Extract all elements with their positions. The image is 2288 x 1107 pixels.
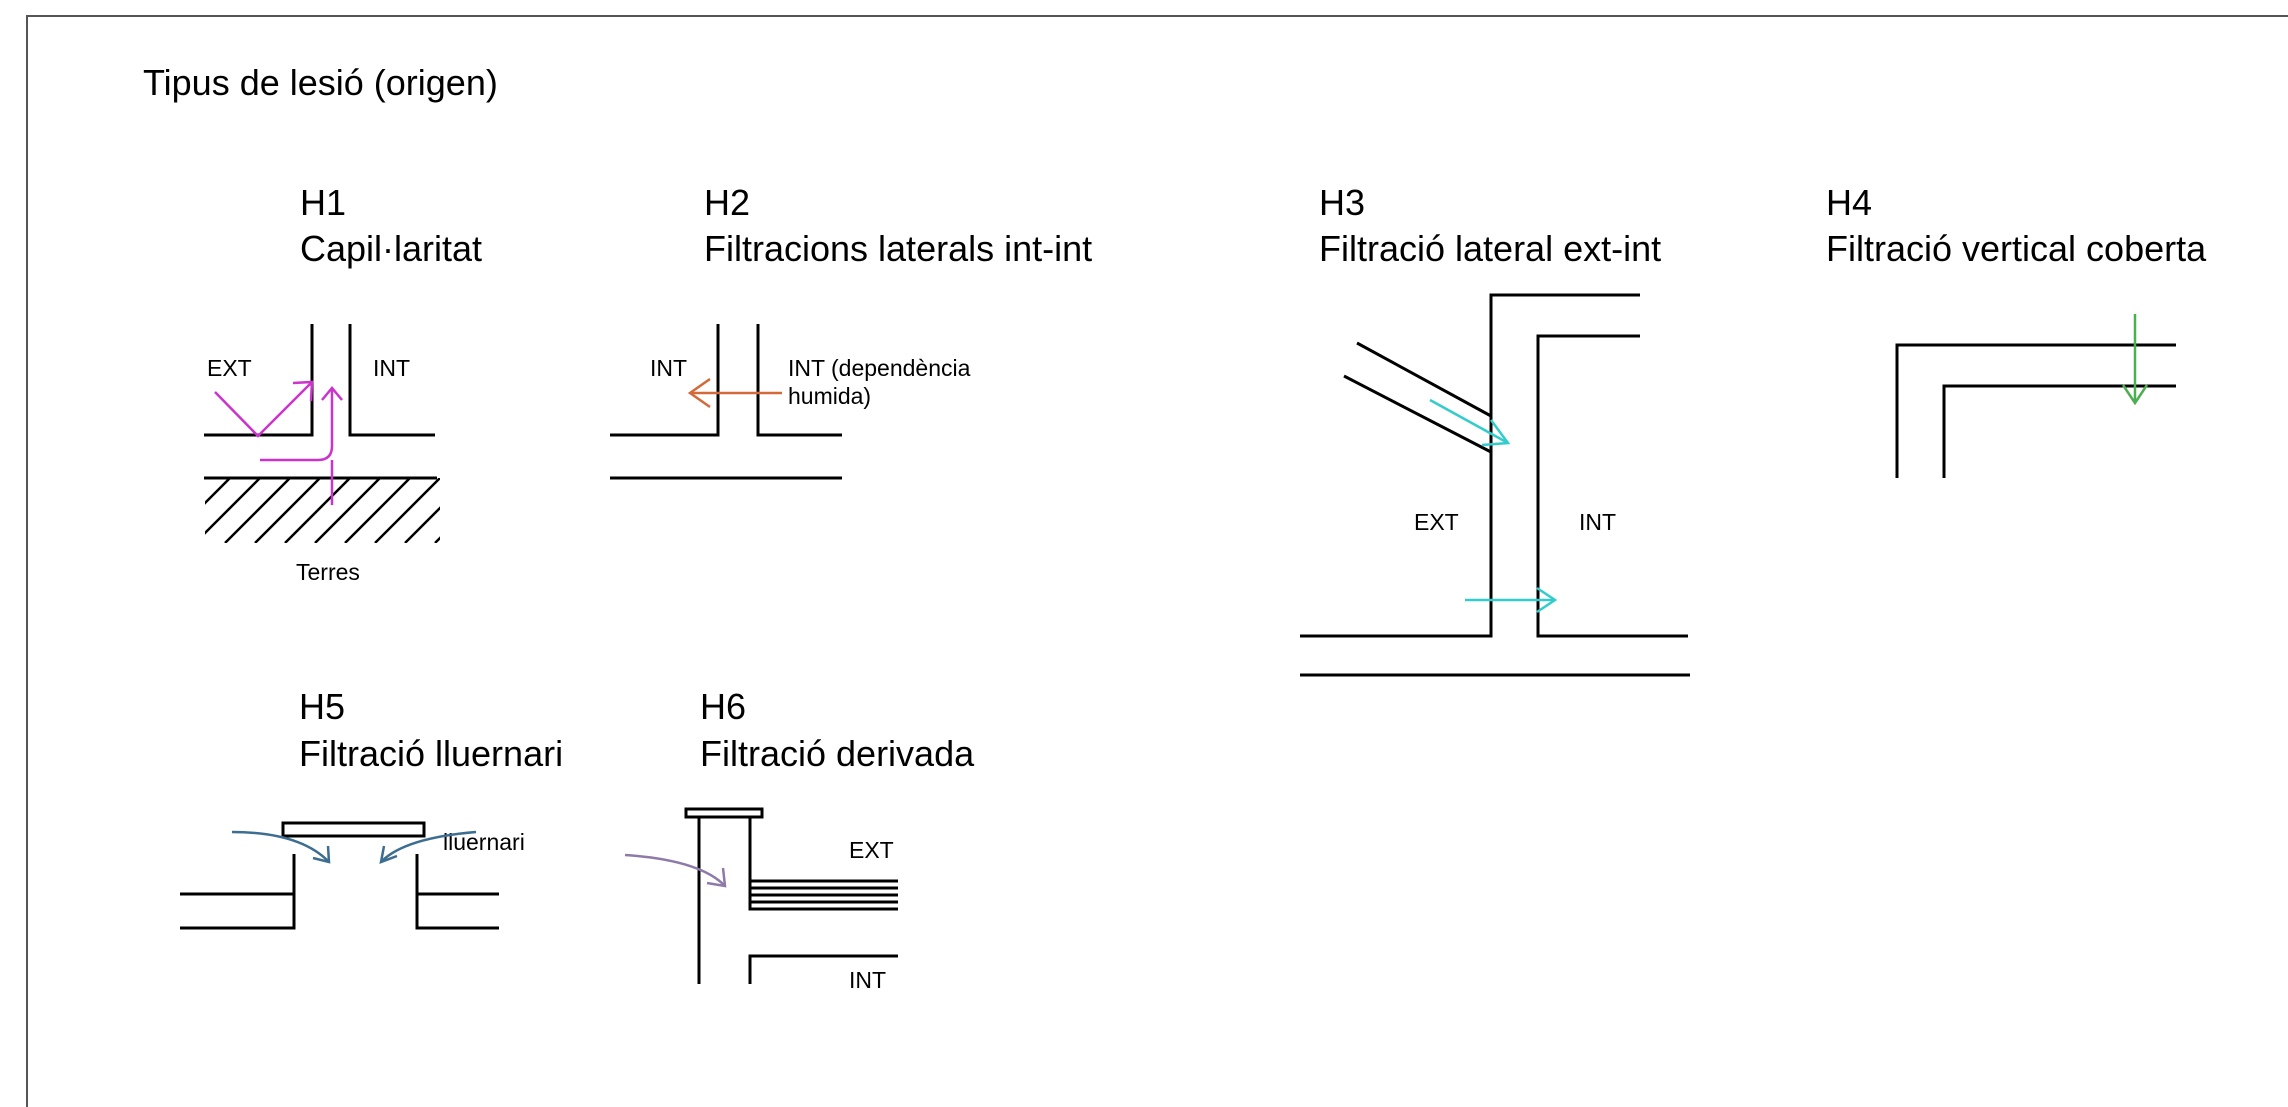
h1-wall-drawing <box>204 324 437 480</box>
h2-int-wet-label-1: INT (dependència <box>788 355 971 381</box>
h4-arrow <box>2121 314 2149 406</box>
h6-wall-drawing <box>684 807 898 984</box>
page-frame <box>26 15 2288 1107</box>
h6-code: H6 <box>700 686 747 727</box>
h4-name: Filtració vertical coberta <box>1826 228 2207 269</box>
h1-ground-hatch <box>205 478 440 543</box>
h2-code: H2 <box>704 182 751 223</box>
h3-name: Filtració lateral ext-int <box>1319 228 1662 269</box>
h6-int-label: INT <box>849 967 887 993</box>
h3-wall-drawing <box>1300 293 1690 677</box>
h3-int-label: INT <box>1579 509 1617 535</box>
h1-capillary-arrows <box>214 380 343 505</box>
h5-code: H5 <box>299 686 346 727</box>
h5-arrows <box>231 830 477 864</box>
h2-int-label: INT <box>650 355 688 381</box>
h2-name: Filtracions laterals int-int <box>704 228 1093 269</box>
h4-roof-drawing <box>1895 343 2176 478</box>
h3-code: H3 <box>1319 182 1366 223</box>
h2-arrow <box>687 377 782 409</box>
h2-wall-drawing <box>610 324 842 480</box>
h6-name: Filtració derivada <box>700 733 975 774</box>
page-title: Tipus de lesió (origen) <box>143 62 498 103</box>
h1-ext-label: EXT <box>207 355 252 381</box>
h3-arrows <box>1429 398 1558 614</box>
h1-code: H1 <box>300 182 347 223</box>
h1-name: Capil·laritat <box>300 228 483 269</box>
h1-ground-label: Terres <box>296 559 360 585</box>
h5-skylight-drawing <box>180 821 499 930</box>
h6-ext-label: EXT <box>849 837 894 863</box>
h3-ext-label: EXT <box>1414 509 1459 535</box>
h2-int-wet-label-2: humida) <box>788 383 872 409</box>
h4-code: H4 <box>1826 182 1873 223</box>
h6-arrow <box>624 853 727 888</box>
h1-int-label: INT <box>373 355 411 381</box>
h5-name: Filtració lluernari <box>299 733 564 774</box>
